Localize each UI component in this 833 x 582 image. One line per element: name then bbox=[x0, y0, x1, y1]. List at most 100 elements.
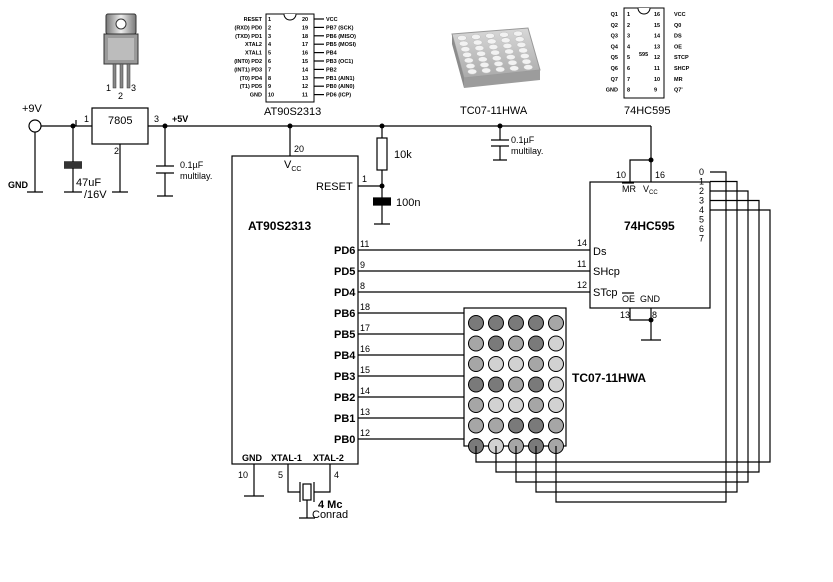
column-wire-1 bbox=[535, 180, 738, 493]
pinout-2313-left-num-7: 8 bbox=[268, 76, 271, 82]
photo-led-r3-c1 bbox=[476, 50, 486, 57]
sr-vcc-label: VCC bbox=[643, 184, 658, 196]
mcu-pin-pd4-num: 8 bbox=[360, 281, 365, 291]
led-r1-c1 bbox=[488, 335, 504, 352]
led-r5-c1 bbox=[488, 417, 504, 434]
led-r4-c2 bbox=[508, 397, 524, 413]
pinout-2313-left-num-8: 9 bbox=[268, 84, 271, 90]
regulator-name: 7805 bbox=[108, 115, 132, 127]
mcu-reset-label: RESET bbox=[316, 181, 353, 193]
mcu-pin-pd6-num: 11 bbox=[360, 239, 369, 249]
pinout-2313-right-7: PB1 (AIN1) bbox=[326, 76, 355, 82]
pinout-2313-right-2: PB6 (MISO) bbox=[326, 34, 356, 40]
pinout-595-title: 74HC595 bbox=[624, 105, 670, 117]
led-r3-c0 bbox=[468, 376, 484, 393]
pinout-595-left-5: Q6 bbox=[611, 66, 618, 72]
photo-led-r5-c4 bbox=[521, 58, 532, 65]
to220-package-illustration: 1 2 3 bbox=[103, 13, 139, 101]
photo-led-r4-c2 bbox=[492, 55, 502, 62]
mcu-pin-pb1-label: PB1 bbox=[334, 413, 355, 425]
pinout-2313-right-5: PB3 (OC1) bbox=[326, 59, 353, 65]
pinout-595-right-2: DS bbox=[674, 34, 682, 40]
pinout-2313-right-num-7: 13 bbox=[302, 76, 308, 82]
pinout-2313-left-num-4: 5 bbox=[268, 51, 271, 57]
pinout-595-right-4: STCP bbox=[674, 55, 689, 61]
photo-led-r2-c2 bbox=[488, 44, 499, 50]
sr-output-2: 2 bbox=[699, 186, 704, 196]
elec-cap-value: 47uF bbox=[76, 177, 101, 189]
decoupling-capacitor-1 bbox=[156, 126, 174, 197]
photo-led-r2-c3 bbox=[502, 43, 513, 49]
led-r1-c0 bbox=[468, 335, 484, 352]
mcu-pin-pb2-label: PB2 bbox=[334, 392, 355, 404]
pinout-595-right-0: VCC bbox=[674, 12, 686, 18]
to220-pin-1: 1 bbox=[106, 83, 111, 93]
mcu-xtal1-label: XTAL-1 bbox=[271, 453, 302, 463]
led-r0-c0 bbox=[468, 315, 484, 331]
pinout-2313-right-8: PB0 (AIN0) bbox=[326, 84, 355, 90]
photo-led-r0-c3 bbox=[499, 31, 509, 38]
led-r3-c1 bbox=[488, 376, 504, 393]
led-r1-c2 bbox=[508, 335, 524, 352]
pinout-2313-left-0: RESET bbox=[244, 17, 263, 23]
mcu-xtal2-pin: 4 bbox=[334, 470, 339, 480]
mcu-pin-pb5-num: 17 bbox=[360, 323, 370, 333]
pinout-2313-left-3: XTAL2 bbox=[245, 42, 262, 48]
pinout-2313-left-6: (INT1) PD3 bbox=[234, 67, 262, 73]
pinout-2313-left-1: (RXD) PD0 bbox=[234, 25, 262, 31]
photo-led-r6-c2 bbox=[495, 66, 505, 73]
mcu-gnd-label: GND bbox=[242, 453, 263, 463]
sr-shcp-label: SHcp bbox=[593, 266, 620, 278]
reset-cap-value: 100n bbox=[396, 197, 420, 209]
pinout-2313-right-num-8: 12 bbox=[302, 84, 308, 90]
led-r0-c4 bbox=[548, 315, 564, 331]
crystal-value: 4 Mc bbox=[318, 499, 342, 511]
photo-led-r2-c0 bbox=[460, 46, 471, 53]
pinout-2313-left-4: XTAL1 bbox=[245, 51, 262, 57]
photo-led-r1-c4 bbox=[514, 36, 525, 43]
pinout-2313-left-5: (INT0) PD2 bbox=[234, 59, 262, 65]
led-r5-c3 bbox=[528, 417, 544, 434]
led-r2-c1 bbox=[488, 356, 504, 372]
mcu-pin-pb3-label: PB3 bbox=[334, 371, 355, 383]
sr-output-7: 7 bbox=[699, 234, 704, 244]
pinout-595-chip-label: 595 bbox=[639, 52, 648, 58]
mcu-pin-pd6-label: PD6 bbox=[334, 245, 355, 257]
column-wire-2 bbox=[515, 190, 749, 483]
regulator-pin-gnd: 2 bbox=[114, 146, 119, 156]
pinout-2313-left-9: GND bbox=[250, 93, 262, 99]
74hc595-chip: 10 16 MR VCC 74HC595 Ds SHcp STcp OE GND… bbox=[589, 126, 711, 341]
photo-led-r0-c0 bbox=[457, 35, 467, 41]
to220-pin-3: 3 bbox=[131, 83, 136, 93]
led-r2-c2 bbox=[508, 356, 524, 372]
pinout-595-left-num-5: 6 bbox=[627, 66, 630, 72]
pinout-595-right-num-3: 13 bbox=[654, 44, 660, 50]
sr-ds-pin: 14 bbox=[577, 238, 587, 248]
pinout-2313-right-num-0: 20 bbox=[302, 17, 308, 23]
regulator-pin-in: 1 bbox=[84, 114, 89, 124]
led-r4-c1 bbox=[488, 397, 504, 413]
photo-led-r3-c3 bbox=[504, 48, 514, 55]
sr-oe-label: OE bbox=[622, 294, 635, 304]
led-r5-c4 bbox=[548, 417, 564, 434]
led-r0-c3 bbox=[528, 315, 544, 331]
pinout-2313-title: AT90S2313 bbox=[264, 106, 321, 118]
to220-pin-2: 2 bbox=[118, 91, 123, 101]
sr-output-5: 5 bbox=[699, 215, 704, 225]
led-r2-c0 bbox=[468, 356, 484, 372]
photo-led-r3-c4 bbox=[518, 47, 528, 54]
mcu-pin-pb0-label: PB0 bbox=[334, 434, 355, 446]
pinout-595-left-4: Q5 bbox=[611, 55, 618, 61]
photo-led-r2-c1 bbox=[474, 45, 485, 51]
led-matrix: TC07-11HWA bbox=[463, 307, 646, 454]
pinout-595-left-7: GND bbox=[606, 88, 618, 94]
pinout-2313-left-8: (T1) PD5 bbox=[240, 84, 262, 90]
mcu-pin-pb0-num: 12 bbox=[360, 428, 370, 438]
photo-led-r0-c2 bbox=[485, 32, 495, 39]
mcu-name: AT90S2313 bbox=[248, 219, 311, 233]
mcu-pin-pb5-label: PB5 bbox=[334, 329, 355, 341]
photo-led-r6-c1 bbox=[481, 67, 491, 74]
pinout-2313-left-num-6: 7 bbox=[268, 67, 271, 73]
